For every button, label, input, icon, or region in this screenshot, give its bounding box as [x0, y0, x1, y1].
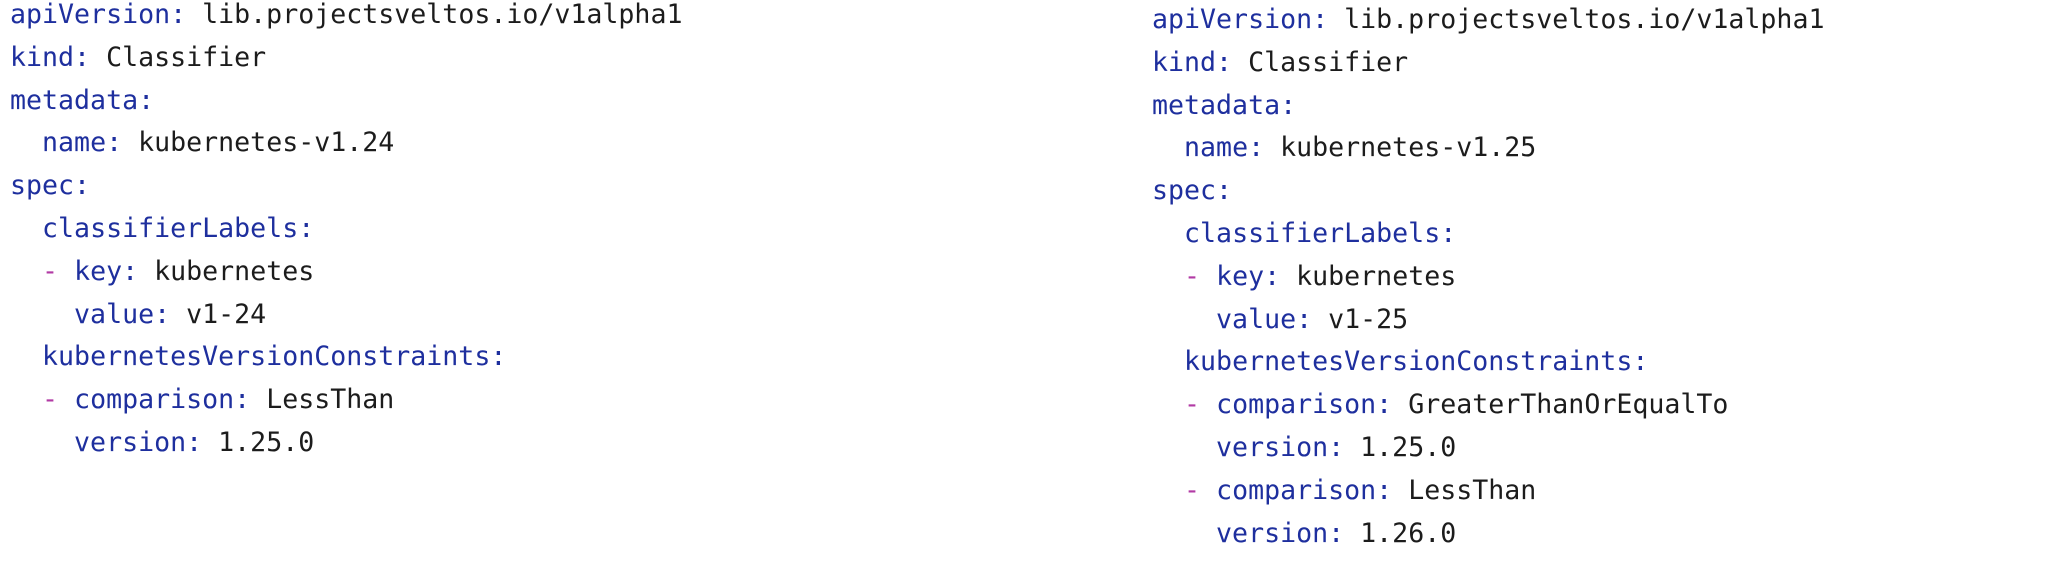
code-line: kubernetesVersionConstraints:	[1152, 341, 1824, 384]
yaml-value: GreaterThanOrEqualTo	[1408, 389, 1729, 421]
yaml-key: classifierLabels:	[1184, 217, 1457, 249]
yaml-dash: -	[1184, 389, 1217, 421]
code-line: apiVersion: lib.projectsveltos.io/v1alph…	[1152, 0, 1824, 42]
yaml-dash: -	[42, 384, 75, 416]
yaml-value: Classifier	[106, 41, 267, 73]
yaml-value: kubernetes	[154, 255, 315, 287]
code-line: - comparison: LessThan	[10, 379, 682, 422]
yaml-value: v1-24	[186, 298, 267, 330]
yaml-key: kubernetesVersionConstraints:	[1184, 346, 1649, 378]
code-line: spec:	[1152, 170, 1824, 213]
yaml-dash: -	[1184, 474, 1217, 506]
code-line: classifierLabels:	[1152, 213, 1824, 256]
yaml-value: v1-25	[1328, 303, 1409, 335]
yaml-value: Classifier	[1248, 46, 1409, 78]
yaml-key: kind:	[10, 41, 91, 73]
code-line: kind: Classifier	[1152, 42, 1824, 85]
code-line: metadata:	[10, 80, 682, 123]
yaml-dash: -	[1184, 260, 1217, 292]
yaml-key: classifierLabels:	[42, 212, 315, 244]
code-line: metadata:	[1152, 85, 1824, 128]
code-line: kind: Classifier	[10, 37, 682, 80]
yaml-key: version:	[1216, 431, 1345, 463]
yaml-key: metadata:	[1152, 89, 1297, 121]
code-line: value: v1-25	[1152, 299, 1824, 342]
code-line: spec:	[10, 165, 682, 208]
yaml-key: value:	[1216, 303, 1313, 335]
code-line: version: 1.25.0	[1152, 427, 1824, 470]
yaml-key: spec:	[10, 170, 91, 202]
code-line: version: 1.25.0	[10, 422, 682, 465]
yaml-key: version:	[74, 426, 203, 458]
yaml-key: kind:	[1152, 46, 1233, 78]
yaml-key: name:	[42, 127, 123, 159]
yaml-key: metadata:	[10, 84, 155, 116]
code-line: value: v1-24	[10, 294, 682, 337]
code-line: kubernetesVersionConstraints:	[10, 336, 682, 379]
yaml-key: value:	[74, 298, 171, 330]
yaml-panel-right: apiVersion: lib.projectsveltos.io/v1alph…	[1152, 0, 1824, 555]
code-line: name: kubernetes-v1.25	[1152, 127, 1824, 170]
yaml-value: LessThan	[1408, 474, 1537, 506]
yaml-key: comparison:	[1216, 389, 1393, 421]
yaml-value: 1.25.0	[218, 426, 315, 458]
yaml-key: version:	[1216, 517, 1345, 549]
yaml-value: lib.projectsveltos.io/v1alpha1	[1344, 4, 1825, 35]
yaml-key: comparison:	[1216, 474, 1393, 506]
yaml-value: LessThan	[266, 384, 395, 416]
yaml-value: kubernetes	[1296, 260, 1457, 292]
yaml-key: spec:	[1152, 175, 1233, 207]
yaml-key: comparison:	[74, 384, 251, 416]
code-line: - key: kubernetes	[1152, 256, 1824, 299]
yaml-key: key:	[1216, 260, 1281, 292]
yaml-key: name:	[1184, 132, 1265, 164]
code-line: version: 1.26.0	[1152, 513, 1824, 556]
yaml-key: apiVersion:	[10, 0, 187, 30]
code-line: classifierLabels:	[10, 208, 682, 251]
yaml-value: kubernetes-v1.24	[138, 127, 395, 159]
code-line: name: kubernetes-v1.24	[10, 122, 682, 165]
yaml-key: apiVersion:	[1152, 4, 1329, 35]
yaml-key: key:	[74, 255, 139, 287]
yaml-value: kubernetes-v1.25	[1280, 132, 1537, 164]
code-line: - key: kubernetes	[10, 251, 682, 294]
code-line: - comparison: LessThan	[1152, 470, 1824, 513]
yaml-dash: -	[42, 255, 75, 287]
yaml-panel-left: apiVersion: lib.projectsveltos.io/v1alph…	[10, 0, 682, 465]
code-line: - comparison: GreaterThanOrEqualTo	[1152, 384, 1824, 427]
yaml-key: kubernetesVersionConstraints:	[42, 341, 507, 373]
yaml-value: 1.25.0	[1360, 431, 1457, 463]
yaml-value: lib.projectsveltos.io/v1alpha1	[202, 0, 683, 30]
yaml-value: 1.26.0	[1360, 517, 1457, 549]
code-line: apiVersion: lib.projectsveltos.io/v1alph…	[10, 0, 682, 37]
